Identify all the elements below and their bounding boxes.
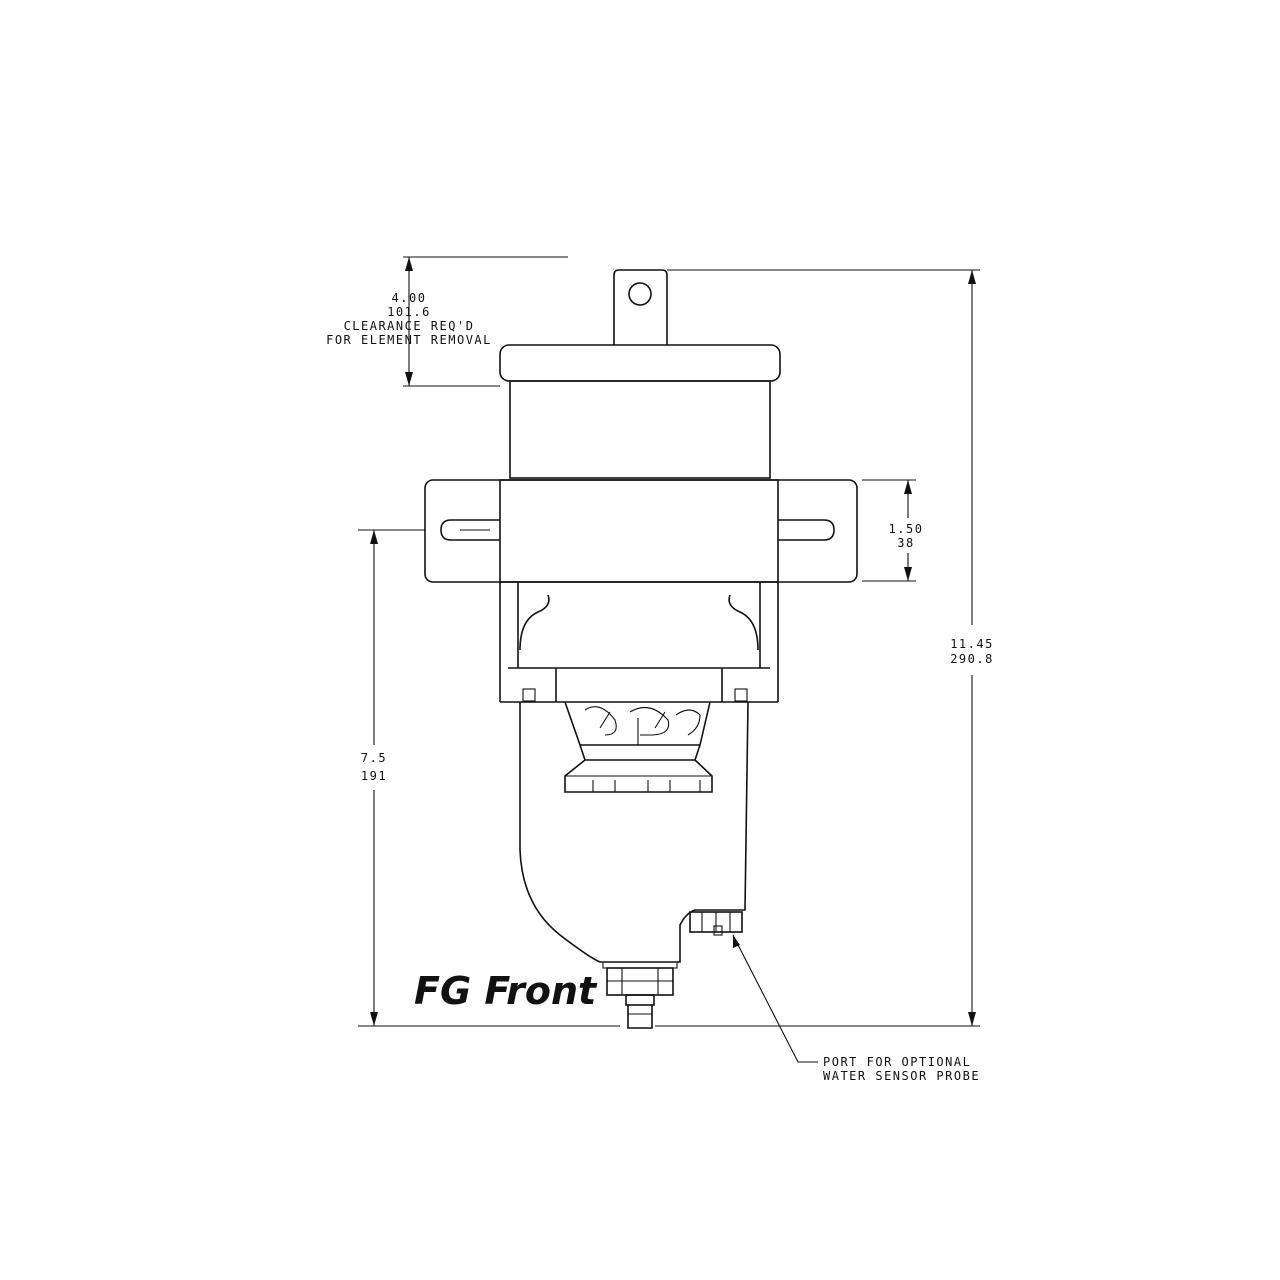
mounting-bracket xyxy=(424,479,858,583)
mount-to-bottom-mm: 191 xyxy=(361,769,387,783)
filter-head xyxy=(499,582,779,703)
callout-line2: WATER SENSOR PROBE xyxy=(823,1069,980,1083)
clearance-note-line2: FOR ELEMENT REMOVAL xyxy=(326,333,492,347)
element-housing xyxy=(509,380,771,479)
mount-to-bottom-in: 7.5 xyxy=(361,751,387,765)
callout-line1: PORT FOR OPTIONAL xyxy=(823,1055,971,1069)
clearance-dimension: 4.00 101.6 CLEARANCE REQ'D FOR ELEMENT R… xyxy=(326,256,568,387)
view-title: FG Front xyxy=(414,969,598,1013)
bracket-height-mm: 38 xyxy=(897,536,914,550)
overall-height-mm: 290.8 xyxy=(950,652,994,666)
overall-height-dimension: 11.45 290.8 xyxy=(655,269,994,1027)
lifting-tab xyxy=(613,269,668,345)
overall-height-in: 11.45 xyxy=(950,637,994,651)
mount-to-bottom-dimension: 7.5 191 xyxy=(358,529,620,1027)
clearance-in: 4.00 xyxy=(392,291,427,305)
clearance-mm: 101.6 xyxy=(387,305,431,319)
water-sensor-port xyxy=(689,911,743,936)
filter-lid xyxy=(499,344,781,382)
water-sensor-callout: PORT FOR OPTIONAL WATER SENSOR PROBE xyxy=(732,934,980,1083)
drain-valve xyxy=(606,967,674,1029)
bracket-height-in: 1.50 xyxy=(889,522,924,536)
clearance-note-line1: CLEARANCE REQ'D xyxy=(344,319,475,333)
filter-assembly xyxy=(424,269,858,1029)
bracket-height-dimension: 1.50 38 xyxy=(862,479,924,582)
turbine-centrifuge xyxy=(564,701,713,793)
